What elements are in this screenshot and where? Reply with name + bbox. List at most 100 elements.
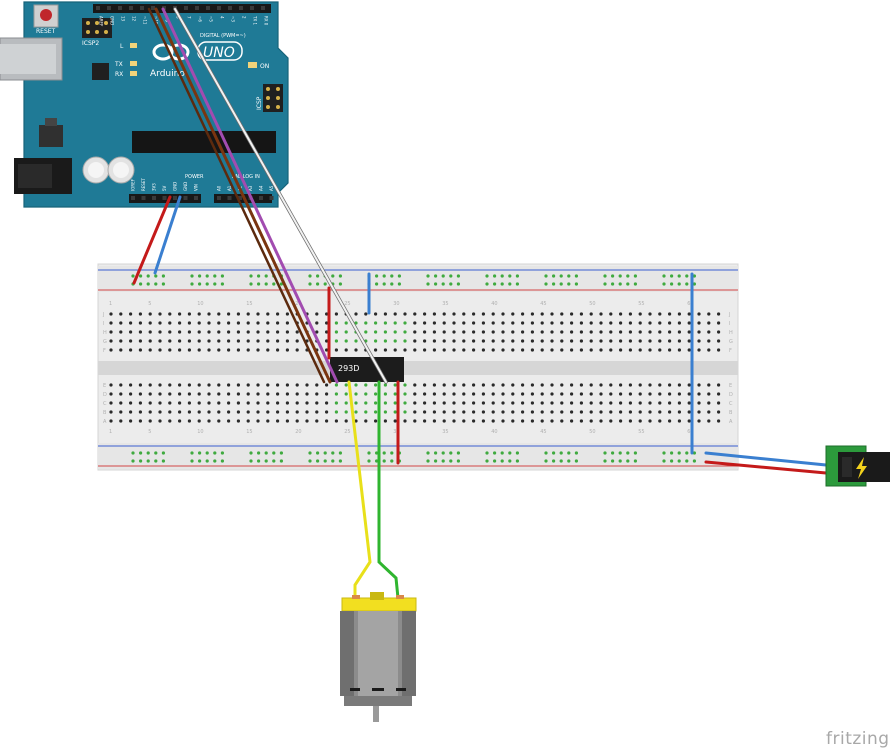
breadboard-hole xyxy=(619,392,623,396)
rail-hole xyxy=(574,459,579,463)
breadboard-hole xyxy=(236,410,240,414)
row-letter: H xyxy=(729,330,733,336)
breadboard-hole xyxy=(354,383,358,387)
breadboard-hole xyxy=(599,339,603,343)
breadboard-hole xyxy=(393,401,397,405)
breadboard-hole xyxy=(501,348,505,352)
column-number: 40 xyxy=(491,301,497,307)
breadboard-hole xyxy=(344,401,348,405)
breadboard-hole xyxy=(521,410,525,414)
rail-hole xyxy=(205,282,209,286)
breadboard-hole xyxy=(325,321,329,325)
breadboard-hole xyxy=(668,330,672,334)
rail-hole xyxy=(456,282,460,286)
column-number: 60 xyxy=(687,301,693,307)
breadboard-hole xyxy=(109,401,113,405)
rail-hole xyxy=(434,451,438,455)
pin-label: A4 xyxy=(259,185,264,191)
rail-hole xyxy=(308,282,312,286)
breadboard-hole xyxy=(697,348,701,352)
led-l-label: L xyxy=(120,43,124,50)
breadboard-hole xyxy=(638,312,642,316)
breadboard-hole xyxy=(530,401,535,405)
header-pin xyxy=(183,196,188,200)
breadboard-hole xyxy=(178,383,182,387)
rail-hole xyxy=(154,451,158,455)
breadboard-hole xyxy=(413,383,417,387)
breadboard-hole xyxy=(403,401,407,405)
breadboard-hole xyxy=(668,348,672,352)
breadboard-hole xyxy=(207,401,211,405)
rail-hole xyxy=(146,274,150,278)
breadboard-hole xyxy=(442,339,446,343)
breadboard-hole xyxy=(550,419,554,423)
breadboard-hole xyxy=(521,392,525,396)
breadboard-hole xyxy=(423,419,427,423)
breadboard-hole xyxy=(109,321,113,325)
breadboard-hole xyxy=(668,339,672,343)
breadboard-hole xyxy=(236,392,240,396)
breadboard-hole xyxy=(589,383,593,387)
rail-hole xyxy=(449,459,453,463)
breadboard-hole xyxy=(236,312,240,316)
breadboard-hole xyxy=(187,392,191,396)
breadboard-hole xyxy=(393,348,397,352)
breadboard-hole xyxy=(658,339,662,343)
breadboard-hole xyxy=(393,330,397,334)
breadboard-hole xyxy=(168,330,172,334)
column-number: 10 xyxy=(197,429,203,435)
breadboard-hole xyxy=(677,348,682,352)
breadboard-hole xyxy=(236,339,240,343)
breadboard-hole xyxy=(472,419,476,423)
breadboard-hole xyxy=(285,321,289,325)
breadboard-hole xyxy=(383,419,387,423)
rail-hole xyxy=(249,451,253,455)
breadboard-hole xyxy=(462,401,466,405)
breadboard-hole xyxy=(442,312,446,316)
breadboard-hole xyxy=(148,312,152,316)
breadboard-hole xyxy=(501,419,505,423)
breadboard-hole xyxy=(158,321,162,325)
breadboard-hole xyxy=(256,392,260,396)
breadboard-hole xyxy=(344,419,348,423)
rail-hole xyxy=(397,282,401,286)
breadboard-hole xyxy=(462,392,466,396)
breadboard-hole xyxy=(668,410,672,414)
rail-hole xyxy=(249,274,253,278)
breadboard-hole xyxy=(442,348,446,352)
breadboard-hole xyxy=(315,410,319,414)
rail-hole xyxy=(456,459,460,463)
header-pin xyxy=(261,6,265,10)
breadboard-hole xyxy=(677,321,682,325)
breadboard-hole xyxy=(550,401,554,405)
breadboard-hole xyxy=(334,339,338,343)
reset-button[interactable] xyxy=(40,9,52,21)
breadboard-hole xyxy=(285,392,289,396)
breadboard-hole xyxy=(227,312,231,316)
rail-hole xyxy=(508,274,512,278)
column-number: 35 xyxy=(442,429,448,435)
breadboard-hole xyxy=(393,312,397,316)
breadboard-hole xyxy=(364,401,368,405)
rail-hole xyxy=(662,282,666,286)
breadboard-hole xyxy=(109,339,113,343)
breadboard-hole xyxy=(354,410,358,414)
rail-hole xyxy=(611,282,615,286)
breadboard-hole xyxy=(442,392,446,396)
rail-hole xyxy=(257,451,261,455)
rail-hole xyxy=(279,459,283,463)
row-letter: D xyxy=(729,392,733,398)
breadboard-hole xyxy=(364,330,368,334)
breadboard-hole xyxy=(609,348,613,352)
breadboard-hole xyxy=(393,410,397,414)
rail-hole xyxy=(161,282,165,286)
lightning-bolt-icon xyxy=(856,457,867,479)
rail-hole xyxy=(449,282,453,286)
breadboard-hole xyxy=(119,339,123,343)
breadboard-hole xyxy=(276,419,280,423)
breadboard-hole xyxy=(383,312,387,316)
breadboard-hole xyxy=(178,410,182,414)
breadboard-hole xyxy=(619,321,623,325)
breadboard-hole xyxy=(256,383,260,387)
breadboard-hole xyxy=(668,312,672,316)
